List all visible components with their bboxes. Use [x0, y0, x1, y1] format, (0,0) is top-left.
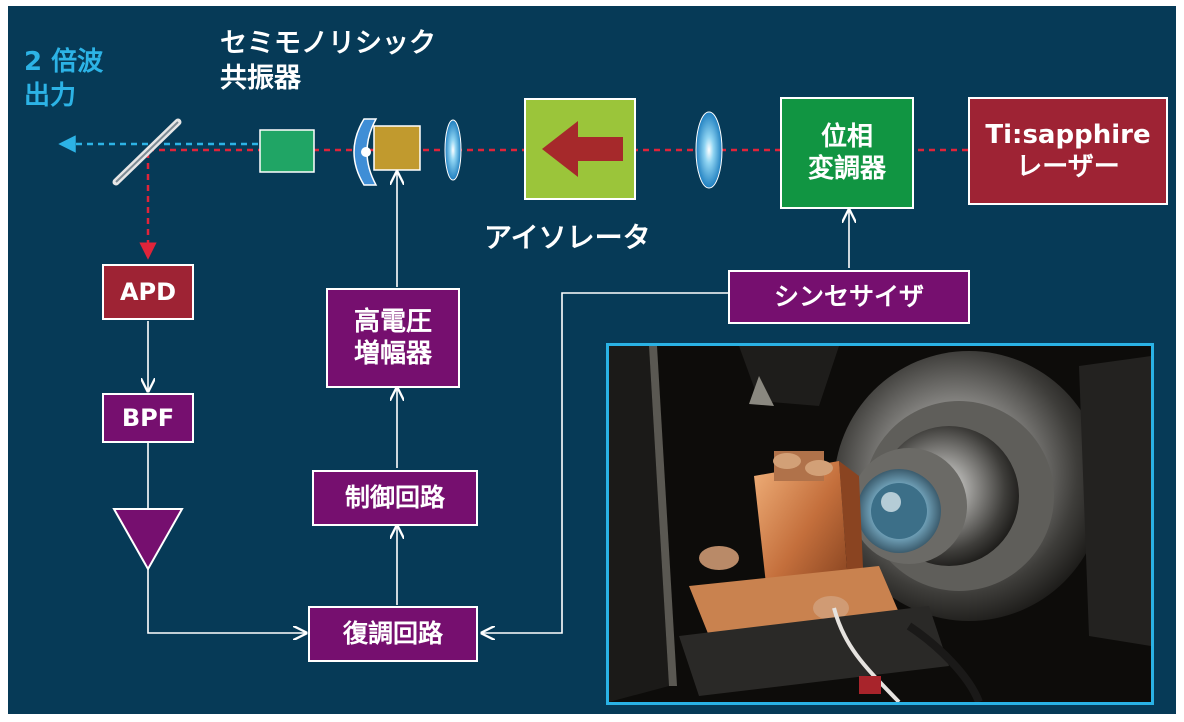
- bpf-box: BPF: [102, 393, 194, 443]
- demodulator-box: 復調回路: [308, 606, 478, 662]
- arrow-synth-to-demod: [482, 292, 728, 633]
- shg-output-label: 2 倍波 出力: [24, 47, 104, 111]
- synthesizer-box: シンセサイザ: [728, 270, 970, 324]
- amplifier-icon: [112, 508, 184, 572]
- hv-amplifier-line1: 高電圧: [353, 306, 432, 337]
- laser-line2: レーザー: [1016, 152, 1120, 182]
- cavity-photo-illustration: [609, 346, 1151, 702]
- arrow-amp-to-demod: [147, 569, 306, 633]
- isolator-label: アイソレータ: [484, 221, 651, 254]
- beam-splitter-edge: [115, 121, 179, 183]
- phase-modulator-line2: 変調器: [807, 154, 886, 184]
- phase-modulator-box: 位相 変調器: [780, 97, 914, 209]
- phase-modulator-line1: 位相: [820, 121, 873, 152]
- lens-large-icon: [695, 111, 723, 189]
- crystal-block-icon: [259, 129, 315, 173]
- lens-small-icon: [444, 119, 462, 181]
- nonlinear-crystal-icon: [373, 125, 421, 171]
- laser-line1: Ti:sapphire: [985, 119, 1151, 150]
- control-circuit-box: 制御回路: [312, 470, 478, 526]
- hv-amplifier-line2: 増幅器: [353, 339, 432, 369]
- hv-amplifier-box: 高電圧 増幅器: [326, 288, 460, 388]
- mirror-highlight: [361, 147, 371, 157]
- cavity-photo: [606, 343, 1154, 705]
- semi-monolithic-label: セミモノリシック 共振器: [220, 28, 436, 95]
- isolator-arrow-icon: [542, 121, 623, 177]
- connections: [58, 98, 968, 714]
- diagram-canvas: 2 倍波 出力 セミモノリシック 共振器 アイソレータ Ti:sapphire …: [8, 6, 1176, 714]
- laser-box: Ti:sapphire レーザー: [968, 97, 1168, 205]
- apd-box: APD: [102, 264, 194, 320]
